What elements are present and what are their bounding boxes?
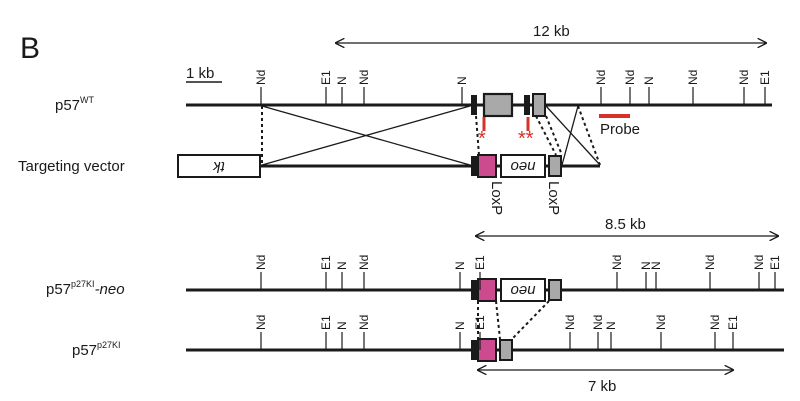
loxp-label-2: LoxP [545,181,562,215]
site-label-ki-2: N [335,321,349,330]
site-label-ki-9: Nd [654,315,668,330]
targeting-exon-small [471,156,477,176]
targeting-neo-label: neo [510,158,535,175]
site-label-ki-0: Nd [254,315,268,330]
site-label-wt-6: Nd [623,70,637,85]
red-star-1: * [478,128,486,150]
site-label-ki_neo-2: N [335,261,349,270]
site-label-ki-10: Nd [708,315,722,330]
site-label-ki-6: Nd [563,315,577,330]
site-label-wt-9: Nd [737,70,751,85]
ki-neo-neo-cassette [500,278,546,302]
ki-neo-neo-label: neo [510,282,535,299]
site-label-ki_neo-11: E1 [768,255,782,270]
wt-exon-small-2 [524,95,530,115]
scale-bar-label: 1 kb [186,65,214,82]
ki-ki-exon [477,338,497,362]
site-label-ki-8: N [604,321,618,330]
site-label-ki_neo-0: Nd [254,255,268,270]
span-label-ki-neo: 8.5 kb [605,216,646,233]
site-label-ki-1: E1 [319,315,333,330]
site-label-ki_neo-9: Nd [703,255,717,270]
wt-exon-gray [482,92,514,118]
site-label-wt-10: E1 [758,70,772,85]
site-label-wt-8: Nd [686,70,700,85]
ki-exon-small [471,340,477,360]
red-star-2: ** [518,128,534,150]
site-label-ki_neo-8: N [649,261,663,270]
ki-neo-exon-small [471,280,477,300]
site-label-wt-1: E1 [319,70,333,85]
ki-exon-right [499,339,513,361]
targeting-neo-cassette [500,154,546,178]
targeting-ki-exon [477,154,497,178]
crossover-lines [261,105,601,166]
row-label-wt: p57WT [55,95,95,114]
site-label-wt-7: N [642,76,656,85]
site-label-ki-3: Nd [357,315,371,330]
targeting-exon-right [548,155,562,177]
row-label-targeting-vector: Targeting vector [18,158,125,175]
loxp-label-1: LoxP [488,181,505,215]
site-label-ki-11: E1 [726,315,740,330]
site-label-wt-3: Nd [357,70,371,85]
site-label-ki_neo-5: E1 [473,255,487,270]
site-label-ki-4: N [453,321,467,330]
site-label-ki_neo-1: E1 [319,255,333,270]
ki-neo-exon-right [548,279,562,301]
ki-neo-ki-exon [477,278,497,302]
site-label-ki_neo-6: Nd [610,255,624,270]
span-label-ki: 7 kb [588,378,616,395]
site-label-ki_neo-3: Nd [357,255,371,270]
site-label-ki-5: E1 [473,315,487,330]
probe-label: Probe [600,121,640,138]
ki-alignment-lines [477,300,550,340]
site-label-wt-5: Nd [594,70,608,85]
wt-exon-right [532,93,546,117]
site-label-wt-4: N [455,76,469,85]
site-label-ki-7: Nd [591,315,605,330]
tk-cassette [177,154,261,178]
site-label-ki_neo-10: Nd [752,255,766,270]
row-label-ki: p57p27KI [72,340,121,359]
site-label-wt-2: N [335,76,349,85]
site-label-wt-0: Nd [254,70,268,85]
span-label-wt: 12 kb [533,23,570,40]
panel-label: B [20,32,40,65]
site-label-ki_neo-7: N [639,261,653,270]
row-label-ki-neo: p57p27KI-neo [46,279,125,298]
wt-exon-small [471,95,477,115]
tk-label: tk [212,158,225,175]
site-label-ki_neo-4: N [453,261,467,270]
